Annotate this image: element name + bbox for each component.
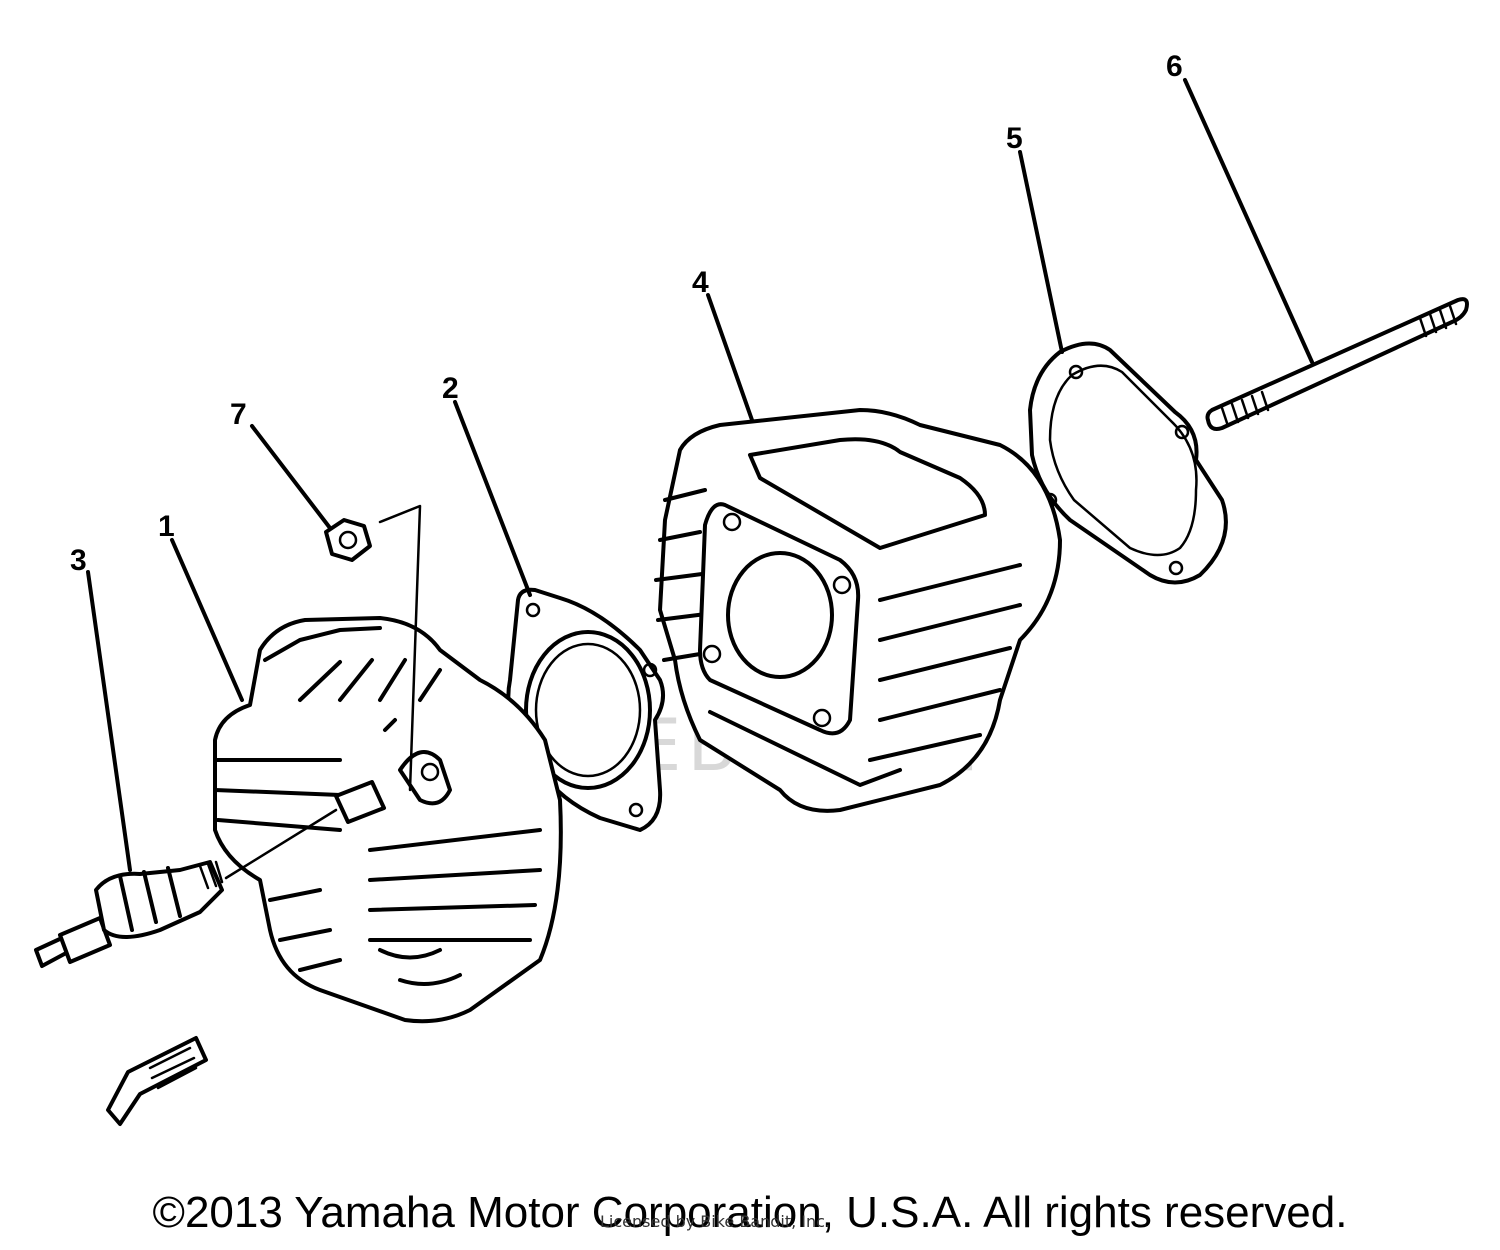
callout-5: 5: [1006, 122, 1023, 155]
callout-6: 6: [1166, 50, 1183, 83]
callout-2: 2: [442, 372, 459, 405]
callout-7: 7: [230, 398, 247, 431]
callout-1: 1: [158, 510, 175, 543]
callout-3: 3: [70, 544, 87, 577]
copyright-notice: ©2013 Yamaha Motor Corporation, U.S.A. A…: [152, 1188, 1348, 1237]
stud-bolt-part[interactable]: [1205, 297, 1469, 431]
base-gasket-part[interactable]: [1028, 341, 1228, 585]
cylinder-part[interactable]: [654, 408, 1062, 813]
spark-plug-part[interactable]: [34, 780, 386, 968]
leader-lines: [86, 78, 1314, 872]
nut-assembly-line: [378, 504, 422, 792]
callout-4: 4: [692, 266, 709, 299]
licensed-notice: Licensed by Bike Bandit, Inc.: [600, 1212, 831, 1231]
cylinder-head-part[interactable]: [213, 616, 563, 1024]
nut-part[interactable]: [324, 518, 372, 562]
front-arrow-icon: [106, 1036, 208, 1126]
